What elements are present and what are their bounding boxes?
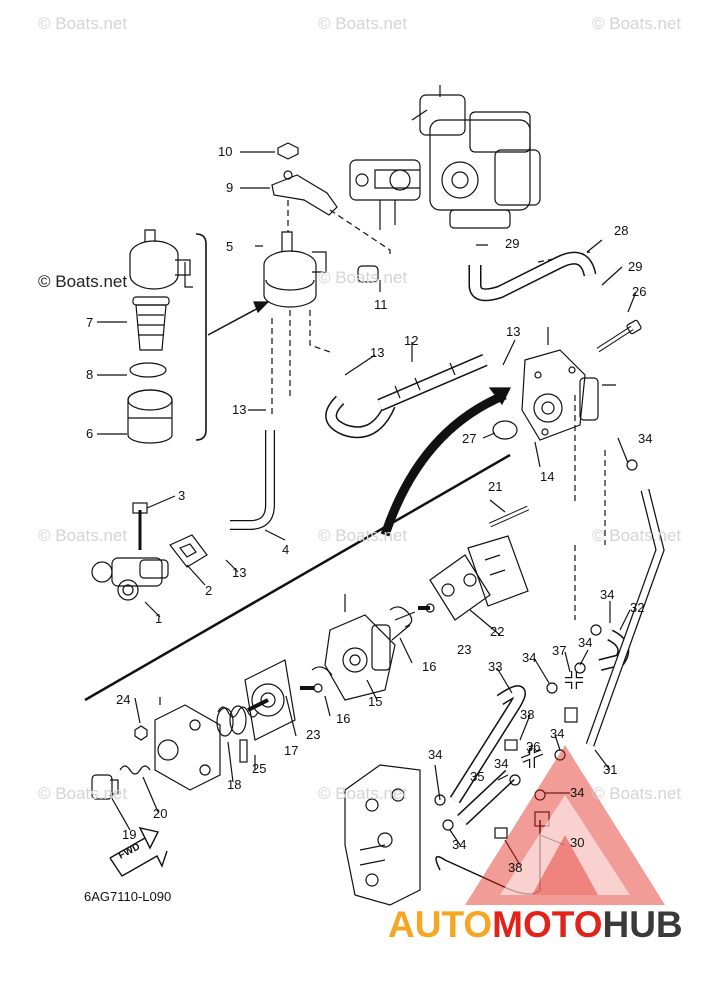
watermark: © Boats.net [592, 526, 682, 545]
pump-body-lower [154, 697, 221, 791]
part-callout: 22 [490, 624, 505, 639]
part-callout: 33 [488, 659, 503, 674]
part-callout: 38 [520, 707, 535, 722]
part-callout: 10 [218, 144, 233, 159]
part-callout: 24 [116, 692, 131, 707]
part-callout: 29 [505, 236, 520, 251]
part-callout: 20 [153, 806, 168, 821]
part-callout: 26 [632, 284, 647, 299]
part-callout: 34 [578, 635, 593, 650]
diagram-code: 6AG7110-L090 [84, 889, 172, 904]
part-callout: 19 [122, 827, 137, 842]
part-callout: 8 [86, 367, 94, 382]
watermark: © Boats.net [38, 526, 128, 545]
part-callout: 16 [336, 711, 351, 726]
part-callout: 38 [508, 860, 523, 875]
part-callout: 1 [155, 611, 163, 626]
cock-assembly-1 [91, 502, 169, 601]
part-callout: 6 [86, 426, 94, 441]
part-callout: 18 [227, 777, 242, 792]
part-callout: 7 [86, 315, 94, 330]
fuel-pump-15 [324, 594, 416, 701]
part-callout: 21 [488, 479, 503, 494]
watermark: © Boats.net [38, 784, 128, 803]
part-callout: 34 [452, 837, 467, 852]
automotohub-wordmark: AUTOMOTOHUB [388, 904, 683, 946]
watermark: © Boats.net [318, 784, 408, 803]
automotohub-logo-triangle [465, 745, 665, 905]
part-callout: 34 [600, 587, 615, 602]
watermark: © Boats.net [318, 14, 408, 33]
part-callout: 23 [306, 727, 321, 742]
brand-part: HUB [602, 904, 683, 945]
watermark: © Boats.net [38, 272, 128, 291]
diaphragm-17 [244, 659, 296, 741]
part-callout: 34 [522, 650, 537, 665]
part-callout: 16 [422, 659, 437, 674]
part-callout: 11 [374, 297, 388, 312]
part-callout: 23 [457, 642, 472, 657]
part-callout: 27 [462, 431, 477, 446]
watermark: © Boats.net [592, 14, 682, 33]
fuel-pump-14 [521, 327, 616, 441]
part-callout: 31 [603, 762, 618, 777]
part-callout: 28 [614, 223, 629, 238]
part-callout: 12 [404, 333, 419, 348]
part-callout: 3 [178, 488, 186, 503]
carburetor-illustration [349, 85, 541, 230]
part-callout: 13 [506, 324, 521, 339]
engine-block-lower [344, 764, 421, 906]
part-callout: 32 [630, 600, 645, 615]
part-callout: 5 [226, 239, 234, 254]
watermark: © Boats.net [38, 14, 128, 33]
part-callout: 34 [638, 431, 653, 446]
part-callout: 13 [370, 345, 385, 360]
part-callout: 4 [282, 542, 290, 557]
part-callout: 9 [226, 180, 234, 195]
part-callout: 15 [368, 694, 383, 709]
watermark: © Boats.net [592, 784, 682, 803]
watermark: © Boats.net [318, 268, 408, 287]
part-callout: 13 [232, 402, 247, 417]
fuel-filter-5 [263, 231, 327, 308]
watermark: © Boats.net [318, 526, 408, 545]
part-callout: 35 [470, 769, 485, 784]
part-callout: 34 [550, 726, 565, 741]
part-callout: 34 [494, 756, 509, 771]
part-callout: 37 [552, 643, 567, 658]
part-callout: 2 [205, 583, 213, 598]
part-callout: 29 [628, 259, 643, 274]
part-callout: 17 [284, 743, 299, 758]
fuel-filter-assembly [127, 229, 193, 444]
brand-part: MOTO [492, 904, 603, 945]
part-callout: 13 [232, 565, 247, 580]
part-callout: 30 [570, 835, 585, 850]
part-callout: 34 [428, 747, 443, 762]
part-callout: 36 [526, 739, 541, 754]
part-callout: 14 [540, 469, 555, 484]
part-callout: 25 [252, 761, 267, 776]
part-callout: 34 [570, 785, 585, 800]
brand-part: AUTO [388, 904, 493, 945]
